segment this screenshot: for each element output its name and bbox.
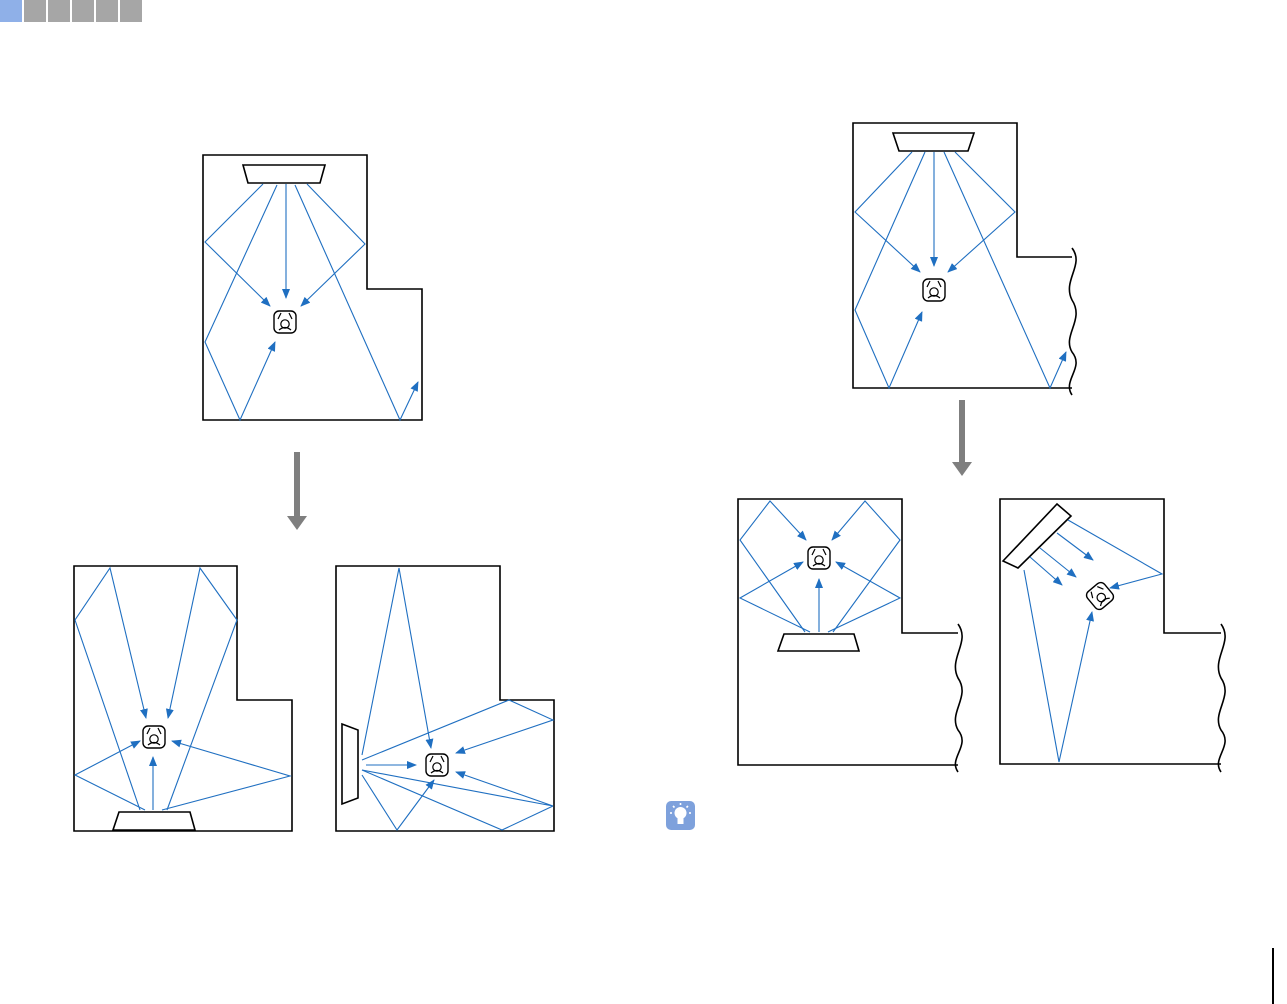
listener-icon <box>274 311 296 333</box>
lightbulb-icon <box>666 801 695 830</box>
listener-icon <box>923 279 945 301</box>
room-after-left-2 <box>336 566 554 831</box>
room-after-left-1 <box>74 566 292 831</box>
speaker <box>113 812 195 830</box>
page-edge-marker <box>1272 948 1274 1004</box>
room-after-right-1 <box>738 499 962 772</box>
listener-icon <box>426 754 448 776</box>
speaker <box>778 634 859 651</box>
room-before-right <box>853 123 1076 395</box>
speaker <box>342 724 358 804</box>
open-wall <box>1218 624 1225 772</box>
sound-rays <box>205 184 418 420</box>
open-wall <box>1069 248 1076 395</box>
speaker <box>243 165 325 183</box>
speaker <box>893 133 974 151</box>
room-after-right-2 <box>1000 499 1225 772</box>
sound-rays <box>1024 520 1162 762</box>
room-wall <box>738 499 958 765</box>
sound-rays <box>855 152 1066 388</box>
sound-rays <box>75 568 290 810</box>
room-wall <box>203 155 422 420</box>
room-wall <box>336 566 554 831</box>
sound-rays <box>362 568 553 830</box>
listener-icon <box>143 726 165 748</box>
listener-icon <box>1085 581 1116 612</box>
room-wall <box>853 123 1072 388</box>
open-wall <box>955 624 962 772</box>
listener-icon <box>808 547 830 569</box>
room-before-left <box>203 155 422 420</box>
